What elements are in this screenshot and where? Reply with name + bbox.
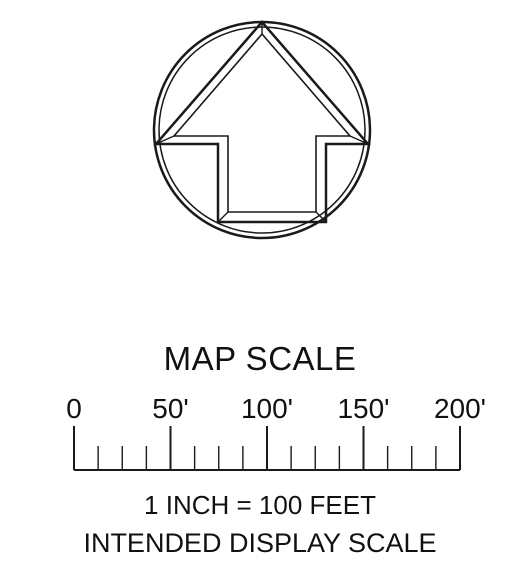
scale-label-100: 100': [240, 393, 294, 424]
display-scale-note: INTENDED DISPLAY SCALE: [83, 528, 437, 558]
north-arrow-icon: [152, 20, 372, 240]
scale-label-50: 50': [152, 393, 189, 424]
scale-label-0: 0: [66, 393, 82, 424]
scale-ratio-text: 1 INCH = 100 FEET: [144, 490, 376, 520]
scale-label-150: 150': [337, 393, 390, 424]
scale-bar: [73, 426, 461, 471]
map-scale-title: MAP SCALE: [163, 340, 357, 377]
scale-label-200: 200': [433, 393, 487, 424]
